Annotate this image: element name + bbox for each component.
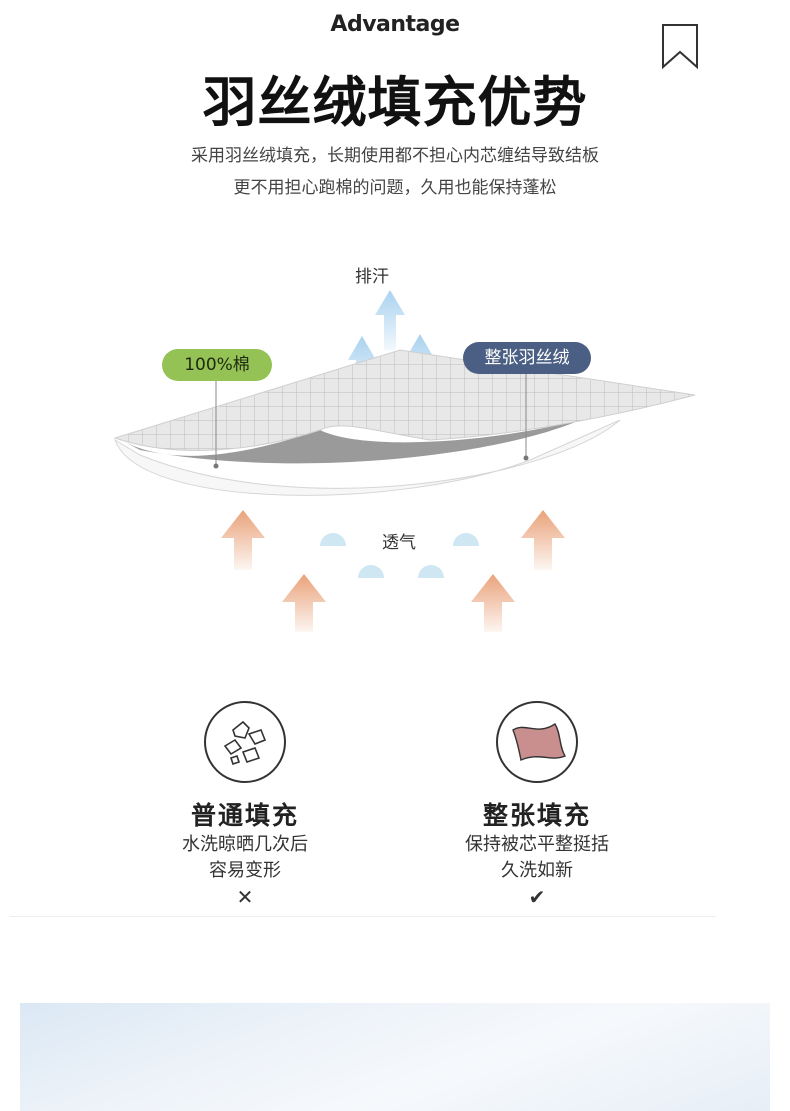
comparison-line: 保持被芯平整挺括 [465, 834, 609, 855]
page-title: 羽丝绒填充优势 [202, 71, 588, 134]
breathable-label: 透气 [382, 533, 416, 553]
comparison-line: 水洗晾晒几次后 [182, 834, 308, 855]
comparison-title: 普通填充 [190, 801, 299, 830]
divider [10, 916, 716, 917]
breathable-arrows [221, 510, 565, 632]
product-photo [20, 1003, 770, 1111]
description-line: 更不用担心跑棉的问题，久用也能保持蓬松 [233, 178, 557, 198]
description-line: 采用羽丝绒填充，长期使用都不担心内芯缠结导致结板 [191, 146, 599, 166]
filling-tag: 整张羽丝绒 [463, 342, 591, 374]
air-bubbles [320, 533, 479, 578]
comparison-whole: 整张填充 保持被芯平整挺括 久洗如新 ✔ [412, 700, 662, 910]
description: 采用羽丝绒填充，长期使用都不担心内芯缠结导致结板 更不用担心跑棉的问题，久用也能… [0, 140, 790, 204]
quilt-diagram [113, 290, 696, 632]
bookmark-icon[interactable] [660, 22, 700, 70]
cross-icon: ✕ [236, 885, 254, 909]
comparison-normal: 普通填充 水洗晾晒几次后 容易变形 ✕ [120, 700, 370, 910]
comparison-title: 整张填充 [482, 801, 591, 830]
comparison-line: 久洗如新 [501, 860, 573, 881]
sweat-label: 排汗 [355, 267, 389, 287]
section-kicker: Advantage [330, 12, 460, 37]
broken-filling-icon [204, 701, 286, 783]
comparison-line: 容易变形 [209, 860, 281, 881]
whole-sheet-icon [496, 701, 578, 783]
cotton-tag: 100%棉 [162, 349, 272, 381]
check-icon: ✔ [528, 885, 546, 909]
